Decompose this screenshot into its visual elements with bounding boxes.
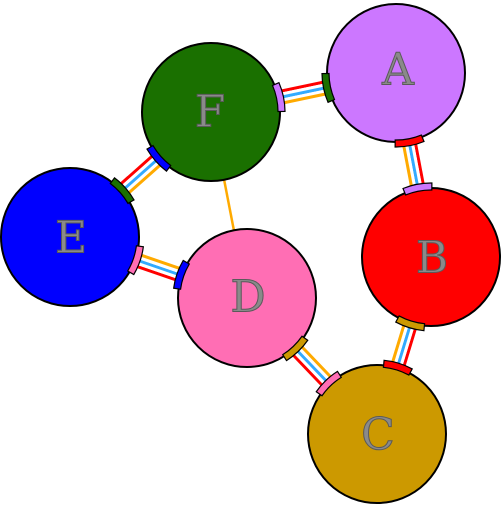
- edge-C-D-stripe-4: [297, 342, 335, 382]
- node-B-label: B: [416, 233, 448, 284]
- edge-B-C-stripe-1: [398, 323, 416, 370]
- port-C-to-D: [315, 370, 343, 397]
- edge-F-A-stripe-4: [279, 91, 331, 106]
- node-A-label: A: [381, 45, 415, 96]
- edge-A-B-stripe-4: [401, 141, 414, 191]
- edge-D-E-stripe-2: [134, 258, 183, 277]
- labels-layer: A B C D E F: [54, 44, 448, 461]
- port-B-to-C: [394, 315, 426, 332]
- edge-B-C-stripe-2: [395, 322, 413, 369]
- port-C-to-B: [382, 359, 414, 376]
- edge-E-F-stripe-3: [122, 158, 163, 195]
- edge-E-F-stripe-2: [120, 156, 161, 193]
- edge-E-F-stripe-0: [116, 152, 157, 188]
- port-E-to-D: [126, 245, 145, 276]
- edge-C-D-stripe-1: [291, 348, 329, 388]
- node-F-label: F: [195, 87, 226, 138]
- edge-C-D-stripe-2: [293, 346, 331, 386]
- edge-F-A-stripe-2: [278, 85, 329, 100]
- edge-D-E-stripe-0: [132, 263, 181, 283]
- port-A-to-B: [394, 134, 425, 148]
- port-F-to-A: [271, 81, 286, 113]
- edge-F-D-line: [221, 171, 237, 239]
- port-B-to-A: [402, 182, 433, 196]
- edge-A-B-stripe-3: [404, 141, 417, 191]
- node-D-label: D: [230, 272, 265, 323]
- node-D-circle[interactable]: [177, 228, 317, 368]
- port-A-to-F: [321, 72, 336, 104]
- port-D-to-E: [172, 259, 191, 290]
- node-E-label: E: [55, 213, 87, 264]
- edge-C-D-stripe-3: [295, 344, 333, 384]
- edge-F-A-stripe-3: [278, 88, 330, 103]
- edge-B-C-stripe-0: [401, 324, 419, 371]
- edge-D-E-stripe-3: [135, 255, 184, 275]
- edge-F-A-stripe-1: [277, 82, 329, 97]
- edge-E-F-stripe-1: [118, 154, 159, 191]
- edges-layer: [116, 79, 426, 390]
- ports-layer: [109, 72, 433, 397]
- nodes-layer: [0, 3, 501, 504]
- port-F-to-E: [146, 144, 172, 172]
- node-C-circle[interactable]: [307, 364, 447, 504]
- port-E-to-F: [109, 177, 135, 205]
- edge-E-F-stripe-4: [124, 161, 165, 197]
- edge-A-B-stripe-1: [410, 139, 423, 189]
- edge-D-E-stripe-1: [133, 260, 182, 280]
- node-C-label: C: [361, 410, 395, 461]
- edge-F-A-stripe-0: [276, 79, 328, 94]
- port-D-to-C: [281, 335, 309, 362]
- edge-B-C-stripe-4: [389, 320, 407, 367]
- node-E-circle[interactable]: [0, 167, 140, 307]
- edge-D-E-stripe-4: [136, 252, 185, 272]
- edge-A-B-stripe-0: [413, 139, 426, 189]
- edge-B-C-stripe-3: [392, 321, 410, 368]
- edge-A-B-stripe-2: [407, 140, 420, 190]
- edge-C-D-stripe-0: [289, 350, 327, 390]
